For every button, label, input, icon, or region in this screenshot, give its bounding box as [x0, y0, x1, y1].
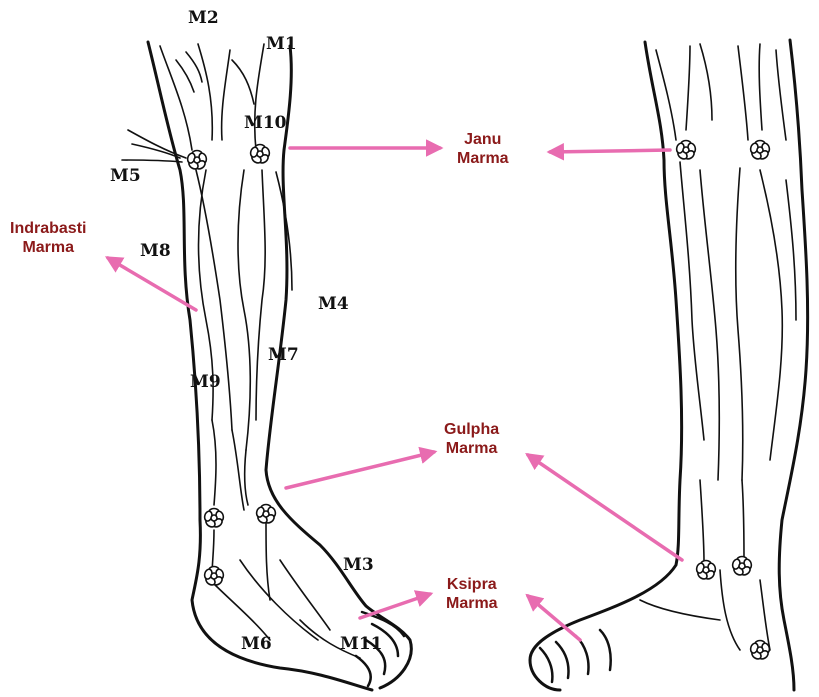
arrow-ksipra-left [360, 594, 430, 618]
ksipra-line2: Marma [446, 594, 498, 613]
point-label-m9: M9 [190, 374, 221, 391]
marker-foot-right-flower-icon [749, 641, 770, 661]
marker-ankle-left-outer-flower-icon [203, 509, 224, 529]
indrabasti-line2: Marma [10, 238, 86, 257]
point-label-m10: M10 [244, 115, 286, 132]
point-label-m11: M11 [340, 636, 382, 653]
point-label-m3: M3 [343, 557, 374, 574]
right-leg-outer-contour [530, 42, 682, 690]
right-leg-inner-contour [779, 40, 807, 690]
left-leg-veins [122, 44, 360, 658]
janu-line2: Marma [457, 149, 509, 168]
left-leg-inner-contour [266, 46, 411, 688]
ksipra-line1: Ksipra [446, 575, 498, 594]
arrow-indrabasti [108, 258, 196, 310]
janu-line1: Janu [457, 130, 509, 149]
left-leg-outer-contour [148, 42, 372, 690]
marker-ankle-right-inner-flower-icon [731, 557, 752, 577]
marker-janu-right-inner-flower-icon [749, 141, 770, 161]
point-label-m1: M1 [266, 36, 297, 53]
point-label-m5: M5 [110, 168, 141, 185]
marker-foot-left-flower-icon [203, 567, 224, 587]
indrabasti-marma-label: Indrabasti Marma [10, 219, 86, 257]
point-label-m6: M6 [241, 636, 272, 653]
point-label-m7: M7 [268, 347, 299, 364]
gulpha-line2: Marma [444, 439, 499, 458]
right-leg-veins [640, 44, 796, 650]
point-label-m8: M8 [140, 243, 171, 260]
arrow-janu-right [550, 150, 670, 152]
gulpha-marma-label: Gulpha Marma [444, 420, 499, 458]
arrow-gulpha-right [528, 455, 682, 560]
marker-ankle-right-outer-flower-icon [695, 561, 716, 581]
marker-m10-flower-icon [249, 145, 270, 165]
marker-janu-right-outer-flower-icon [675, 141, 696, 161]
marker-m7-ankle-flower-icon [255, 505, 276, 525]
point-label-m2: M2 [188, 10, 219, 27]
janu-marma-label: Janu Marma [457, 130, 509, 168]
gulpha-line1: Gulpha [444, 420, 499, 439]
ksipra-marma-label: Ksipra Marma [446, 575, 498, 613]
arrow-gulpha-left [286, 452, 434, 488]
point-label-m4: M4 [318, 296, 349, 313]
indrabasti-line1: Indrabasti [10, 219, 86, 238]
marker-m5-flower-icon [186, 151, 207, 171]
